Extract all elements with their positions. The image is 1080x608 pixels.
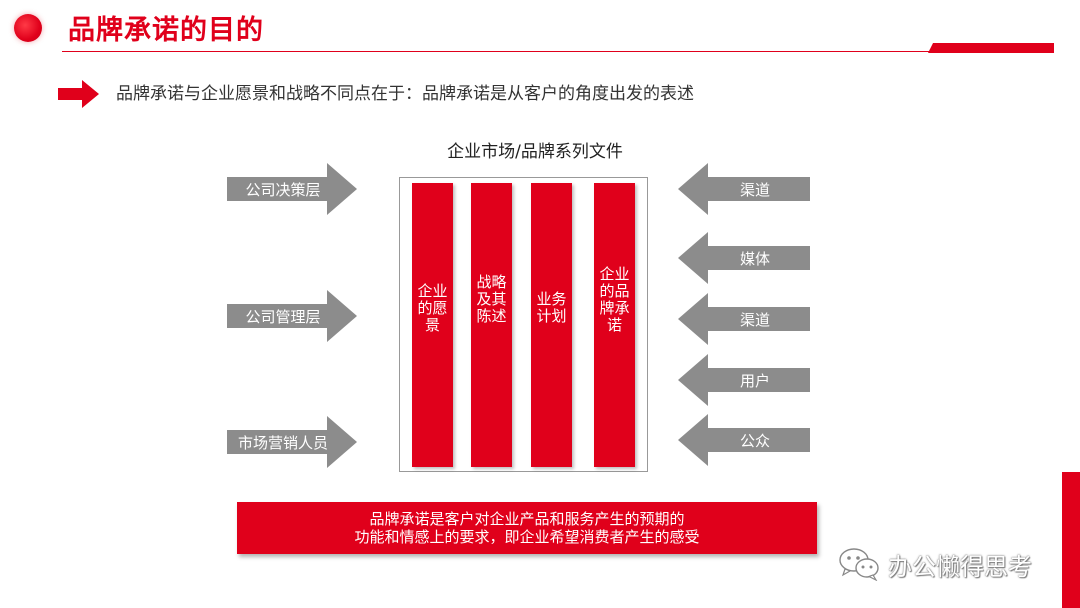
column-label: 业务计划 (536, 290, 567, 325)
arrow-label: 媒体 (739, 249, 770, 268)
column-brand-promise: 企业的品牌承诺 (594, 183, 635, 467)
watermark: 办公懒得思考 (838, 548, 1032, 581)
arrow-left-shape (678, 163, 810, 215)
watermark-text: 办公懒得思考 (888, 552, 1032, 581)
page-title: 品牌承诺的目的 (68, 15, 264, 46)
right-arrow-channel-1: 渠道 (678, 163, 810, 215)
arrow-left-shape (678, 354, 810, 406)
right-accent-bar (1062, 472, 1080, 608)
right-arrow-channel-2: 渠道 (678, 293, 810, 345)
arrow-label: 渠道 (739, 310, 770, 329)
summary-box: 品牌承诺是客户对企业产品和服务产生的预期的 功能和情感上的要求，即企业希望消费者… (237, 502, 817, 554)
arrow-label: 用户 (739, 371, 770, 390)
arrow-right-shape (227, 290, 357, 342)
diagram-title: 企业市场/品牌系列文件 (447, 142, 623, 162)
arrow-right-shape (227, 416, 357, 468)
header-dot-icon (14, 14, 42, 42)
arrow-left-shape (678, 293, 810, 345)
right-arrow-media: 媒体 (678, 232, 810, 284)
left-arrow-management-layer: 公司管理层 (227, 290, 357, 342)
wechat-icon (839, 548, 879, 581)
header-accent-bar (928, 43, 1054, 53)
column-business-plan: 业务计划 (531, 183, 572, 467)
left-arrow-decision-layer: 公司决策层 (227, 163, 357, 215)
column-label: 企业的品牌承诺 (599, 265, 630, 334)
summary-line-2: 功能和情感上的要求，即企业希望消费者产生的感受 (354, 528, 700, 546)
arrow-label: 公司管理层 (245, 307, 321, 326)
intro-arrow-icon (58, 80, 99, 108)
column-vision: 企业的愿景 (412, 183, 453, 467)
right-arrow-public: 公众 (678, 414, 810, 466)
right-arrow-users: 用户 (678, 354, 810, 406)
summary-line-1: 品牌承诺是客户对企业产品和服务产生的预期的 (369, 510, 685, 528)
intro-statement: 品牌承诺与企业愿景和战略不同点在于：品牌承诺是从客户的角度出发的表述 (116, 84, 694, 104)
header-divider (62, 51, 932, 52)
left-arrow-marketing-staff: 市场营销人员 (227, 416, 357, 468)
arrow-left-shape (678, 414, 810, 466)
arrow-left-shape (678, 232, 810, 284)
arrow-right-shape (227, 163, 357, 215)
document-frame (399, 177, 648, 472)
column-strategy: 战略及其陈述 (471, 183, 512, 467)
arrow-label: 市场营销人员 (237, 433, 328, 452)
arrow-label: 渠道 (739, 180, 770, 199)
column-label: 战略及其陈述 (476, 273, 507, 325)
arrow-label: 公司决策层 (245, 180, 321, 199)
arrow-label: 公众 (739, 431, 770, 450)
column-label: 企业的愿景 (417, 282, 448, 334)
